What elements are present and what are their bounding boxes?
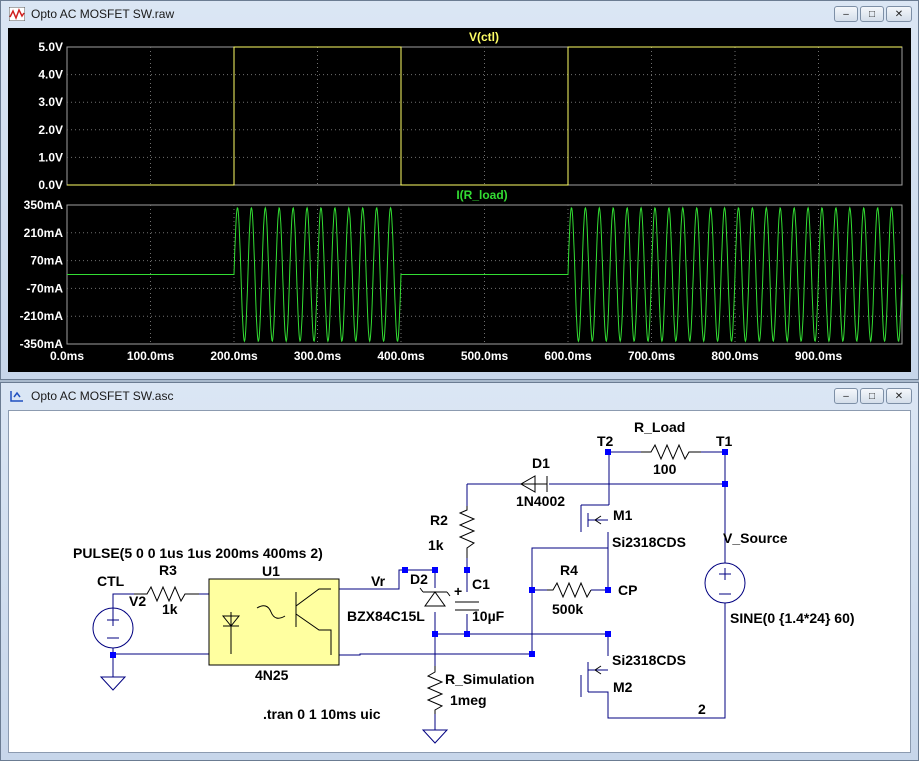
pane1-y-tick-label: 0.0V: [38, 178, 63, 192]
c1-capacitor[interactable]: [455, 601, 479, 611]
schematic-window-controls: – □ ✕: [834, 388, 912, 404]
x-tick-label: 900.0ms: [795, 349, 843, 363]
vctl-trace: [67, 46, 902, 186]
m2-label[interactable]: M2: [613, 679, 633, 695]
schematic-close-button[interactable]: ✕: [886, 388, 912, 404]
m1-label[interactable]: M1: [613, 507, 633, 523]
ground-symbol: [99, 676, 127, 691]
tran-directive[interactable]: .tran 0 1 10ms uic: [263, 706, 381, 722]
r-simulation-label[interactable]: R_Simulation: [445, 671, 534, 687]
c1-label[interactable]: C1: [472, 576, 490, 592]
schematic-app-icon: [10, 391, 23, 402]
schematic-maximize-button[interactable]: □: [860, 388, 884, 404]
vr-net-label[interactable]: Vr: [371, 573, 386, 589]
x-tick-label: 600.0ms: [544, 349, 592, 363]
u1-part[interactable]: 4N25: [255, 667, 289, 683]
r-simulation-resistor[interactable]: [426, 666, 444, 714]
schematic-drawing[interactable]: PULSE(5 0 0 1us 1us 200ms 400ms 2) CTL V…: [9, 411, 912, 756]
waveform-titlebar[interactable]: Opto AC MOSFET SW.raw – □ ✕: [1, 1, 918, 28]
r4-resistor[interactable]: [547, 581, 592, 599]
x-tick-label: 100.0ms: [127, 349, 175, 363]
pane1-y-tick-label: 5.0V: [38, 40, 63, 54]
waveform-window-controls: – □ ✕: [834, 6, 912, 22]
c1-value[interactable]: 10µF: [472, 608, 505, 624]
r2-value[interactable]: 1k: [428, 537, 444, 553]
d2-part[interactable]: BZX84C15L: [347, 608, 425, 624]
r4-label[interactable]: R4: [560, 562, 578, 578]
x-tick-label: 400.0ms: [377, 349, 425, 363]
pane2-y-tick-label: -350mA: [20, 337, 64, 351]
r-load-value[interactable]: 100: [653, 461, 677, 477]
v-source[interactable]: [704, 562, 746, 604]
waveform-plot[interactable]: 5.0V 4.0V 3.0V 2.0V 1.0V 0.0V V(ctl) 350mA 210…: [8, 28, 913, 374]
d1-part[interactable]: 1N4002: [516, 493, 565, 509]
junction-dots: [110, 449, 728, 658]
m1-part[interactable]: Si2318CDS: [612, 534, 686, 550]
pane2-y-tick-label: -70mA: [26, 281, 63, 295]
schematic-minimize-button[interactable]: –: [834, 388, 858, 404]
r3-resistor[interactable]: [134, 585, 199, 603]
node-2-label[interactable]: 2: [698, 701, 706, 717]
cp-net-label[interactable]: CP: [618, 582, 637, 598]
waveform-viewer[interactable]: 5.0V 4.0V 3.0V 2.0V 1.0V 0.0V V(ctl) 350mA 210…: [8, 28, 911, 372]
pane1-y-tick-label: 2.0V: [38, 123, 63, 137]
x-tick-label: 700.0ms: [628, 349, 676, 363]
schematic-window: Opto AC MOSFET SW.asc – □ ✕: [0, 382, 919, 761]
waveform-window: Opto AC MOSFET SW.raw – □ ✕ 5.0V 4.0V 3.0V…: [0, 0, 919, 380]
m1-mosfet[interactable]: [594, 515, 602, 525]
d2-zener-diode[interactable]: [419, 587, 451, 607]
pane2-y-tick-label: -210mA: [20, 309, 64, 323]
v2-label[interactable]: V2: [129, 593, 146, 609]
u1-optocoupler[interactable]: [208, 578, 340, 666]
pane2-y-tick-label: 70mA: [30, 254, 63, 268]
pane1-y-tick-label: 3.0V: [38, 95, 63, 109]
r2-label[interactable]: R2: [430, 512, 448, 528]
d1-diode[interactable]: [519, 475, 548, 493]
t2-net-label[interactable]: T2: [597, 433, 614, 449]
waveform-minimize-button[interactable]: –: [834, 6, 858, 22]
schematic-titlebar[interactable]: Opto AC MOSFET SW.asc – □ ✕: [1, 383, 918, 410]
r3-value[interactable]: 1k: [162, 601, 178, 617]
u1-label[interactable]: U1: [262, 563, 280, 579]
c1-plus-mark: +: [454, 583, 462, 599]
pane1-y-tick-label: 1.0V: [38, 150, 63, 164]
m2-part[interactable]: Si2318CDS: [612, 652, 686, 668]
x-tick-label: 300.0ms: [294, 349, 342, 363]
r3-label[interactable]: R3: [159, 562, 177, 578]
ground-symbol-2: [421, 729, 449, 744]
iload-trace: [67, 206, 903, 343]
d2-label[interactable]: D2: [410, 571, 428, 587]
vctl-trace-label[interactable]: V(ctl): [469, 30, 499, 44]
pane1-y-tick-label: 4.0V: [38, 68, 63, 82]
r-load-resistor[interactable]: [641, 443, 701, 461]
v-source-sine[interactable]: SINE(0 {1.4*24} 60): [730, 610, 855, 626]
r2-resistor[interactable]: [458, 506, 476, 558]
waveform-close-button[interactable]: ✕: [886, 6, 912, 22]
pane2-y-tick-label: 350mA: [24, 198, 64, 212]
v2-voltage-source[interactable]: [92, 607, 134, 649]
r4-value[interactable]: 500k: [552, 601, 583, 617]
d1-label[interactable]: D1: [532, 455, 550, 471]
waveform-app-icon: [9, 7, 25, 21]
x-tick-label: 200.0ms: [210, 349, 258, 363]
ctl-net-label[interactable]: CTL: [97, 573, 125, 589]
x-tick-label: 0.0ms: [50, 349, 84, 363]
v2-pulse-label[interactable]: PULSE(5 0 0 1us 1us 200ms 400ms 2): [73, 545, 323, 561]
waveform-maximize-button[interactable]: □: [860, 6, 884, 22]
v-source-label[interactable]: V_Source: [723, 530, 788, 546]
t1-net-label[interactable]: T1: [716, 433, 733, 449]
pane2-y-tick-label: 210mA: [24, 226, 64, 240]
schematic-canvas[interactable]: PULSE(5 0 0 1us 1us 200ms 400ms 2) CTL V…: [8, 410, 911, 753]
waveform-window-title: Opto AC MOSFET SW.raw: [31, 7, 175, 21]
iload-trace-label[interactable]: I(R_load): [456, 188, 507, 202]
r-simulation-value[interactable]: 1meg: [450, 692, 487, 708]
x-tick-label: 800.0ms: [711, 349, 759, 363]
x-tick-label: 500.0ms: [461, 349, 509, 363]
r-load-label[interactable]: R_Load: [634, 419, 685, 435]
m2-mosfet[interactable]: [594, 665, 602, 675]
schematic-window-title: Opto AC MOSFET SW.asc: [31, 389, 174, 403]
